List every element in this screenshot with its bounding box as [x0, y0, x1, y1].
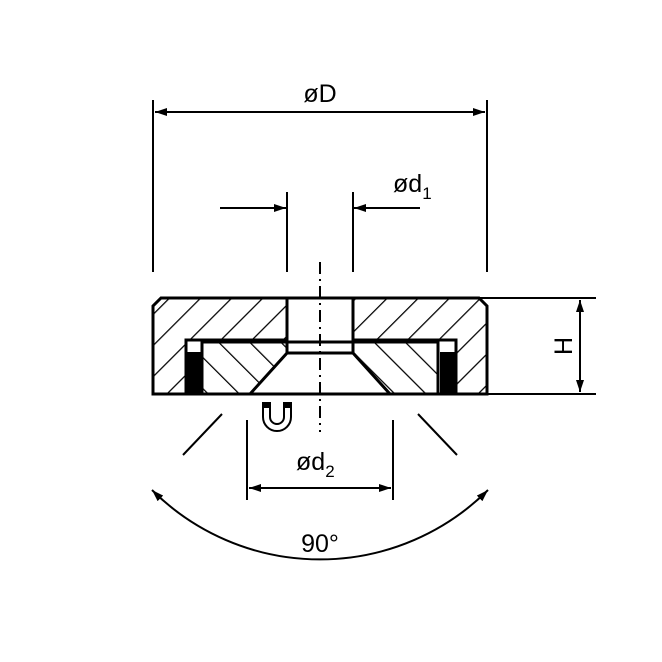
magnet-section — [200, 340, 440, 396]
outer-diameter-dimension — [152, 100, 488, 272]
right-spacer — [440, 352, 455, 394]
angle-label: 90° — [301, 530, 339, 558]
countersink-diameter-dimension — [246, 420, 394, 500]
height-dimension — [398, 297, 596, 395]
outer-diameter-label: øD — [303, 80, 336, 108]
hole-diameter-label: ød1 — [393, 170, 432, 203]
countersink-diameter-label: ød2 — [296, 448, 335, 481]
height-label: H — [550, 337, 578, 355]
angle-dimension — [151, 413, 489, 561]
hole-diameter-dimension — [220, 192, 420, 272]
left-spacer — [186, 352, 201, 394]
magnet-icon — [262, 402, 292, 432]
